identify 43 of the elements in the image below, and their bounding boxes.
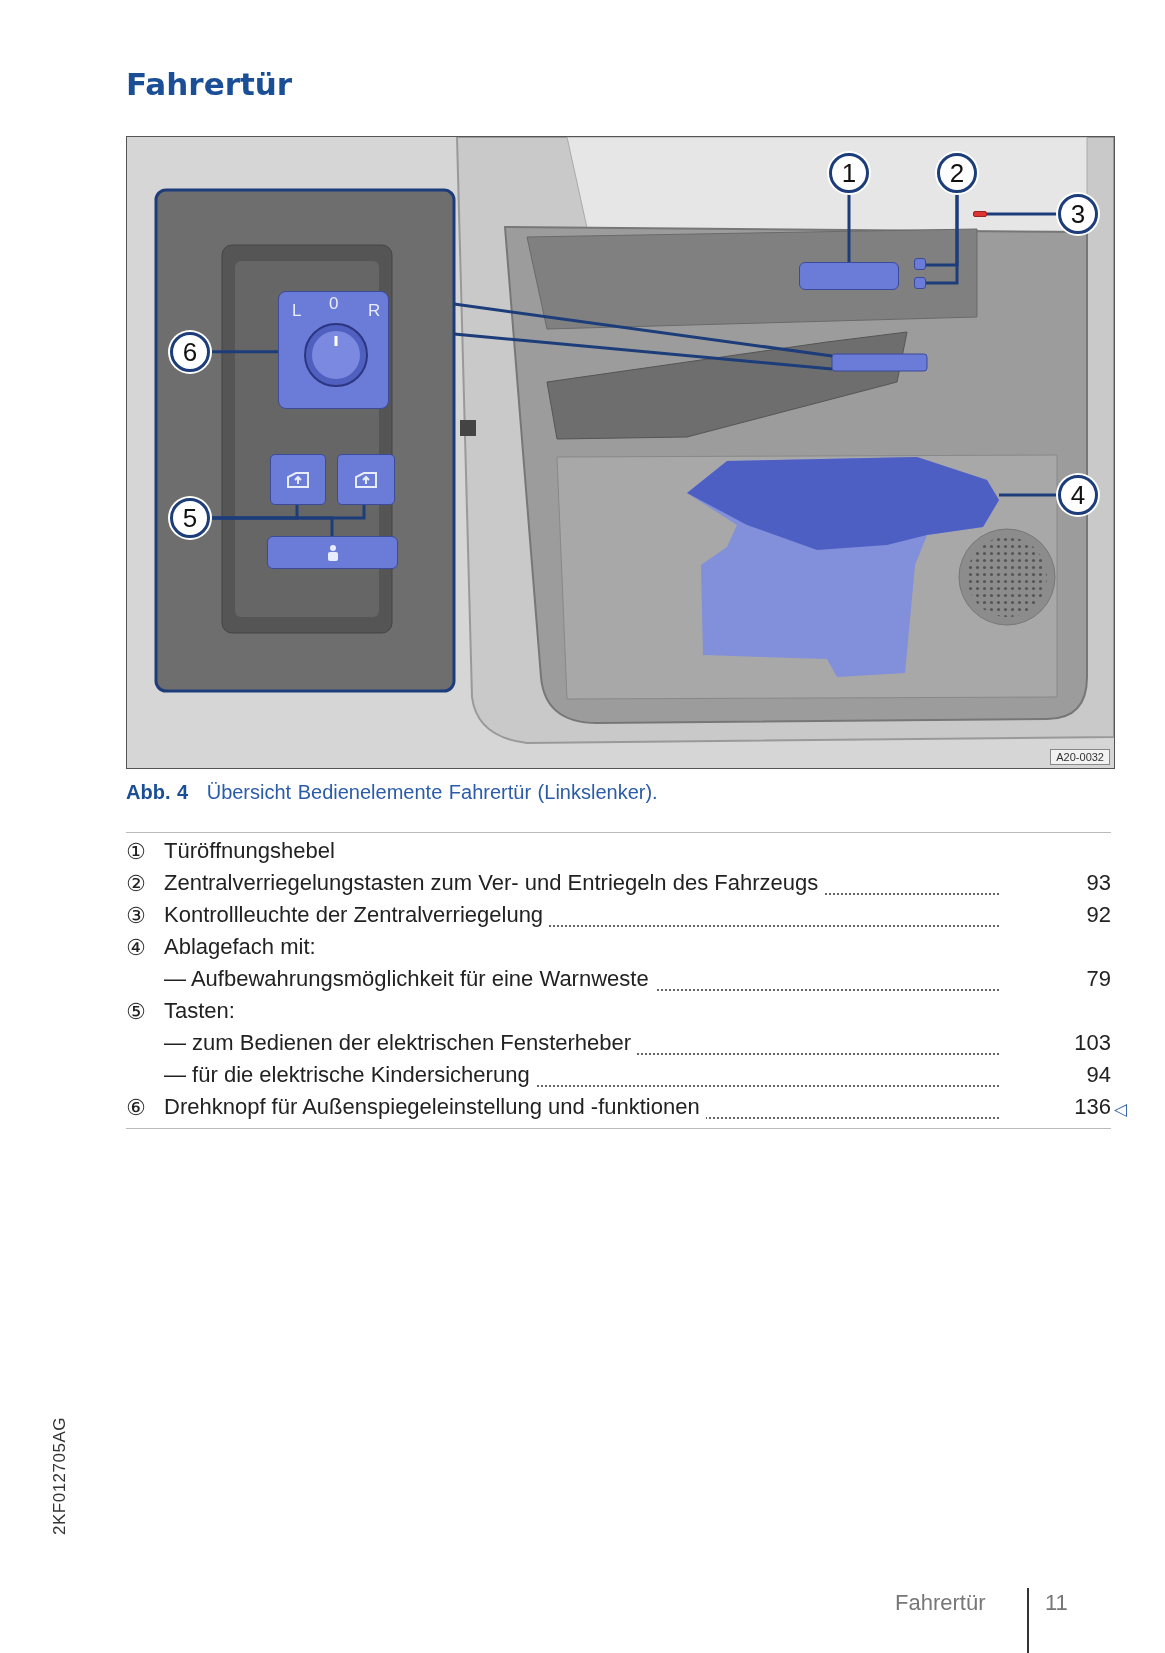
figure-caption: Abb. 4 Übersicht Bedienelemente Fahrertür (Linkslenker). (126, 781, 658, 804)
callout-number: 6 (170, 332, 210, 372)
callout-number: 5 (170, 498, 210, 538)
leader-line (999, 493, 1058, 497)
item-number: ③ (126, 902, 147, 928)
callout-number: 1 (829, 153, 869, 193)
page-reference: 136 (1073, 1094, 1111, 1120)
page-reference: 103 (1073, 1030, 1111, 1056)
lock-button (914, 258, 926, 270)
footer-section-title: Fahrertür (895, 1590, 986, 1616)
page-reference: 94 (1085, 1062, 1111, 1088)
knob-position-letter: 0 (329, 295, 339, 312)
item-number: ① (126, 838, 147, 864)
warning-lamp (973, 211, 987, 217)
item-number: ⑤ (126, 998, 147, 1024)
callout-number: 4 (1058, 475, 1098, 515)
page-reference: 79 (1085, 966, 1111, 992)
page-title: Fahrertür (126, 66, 293, 102)
window-button (270, 454, 326, 505)
page-reference: 92 (1085, 902, 1111, 928)
document-code: 2KF012705AG (50, 1416, 70, 1536)
lock-button (914, 277, 926, 289)
window-button (337, 454, 395, 505)
mirror-knob-panel (278, 291, 389, 409)
leader-line (210, 350, 278, 354)
callout-number: 3 (1058, 194, 1098, 234)
knob-position-letter: L (292, 302, 302, 319)
storage-compartment (687, 455, 999, 677)
page-reference: 93 (1085, 870, 1111, 896)
item-number: ④ (126, 934, 147, 960)
item-number: ② (126, 870, 147, 896)
end-marker: ◁ (1114, 1099, 1128, 1119)
door-handle (799, 262, 899, 290)
leader-line (926, 193, 959, 285)
leader-line (210, 516, 334, 536)
image-code: A20-0032 (1050, 749, 1110, 765)
child-lock-button (267, 536, 398, 569)
leader-line (847, 193, 851, 262)
item-number: ⑥ (126, 1094, 147, 1120)
leader-line (987, 212, 1058, 216)
callout-number: 2 (937, 153, 977, 193)
page-number: 11 (1045, 1590, 1068, 1616)
knob-position-letter: R (368, 302, 381, 319)
